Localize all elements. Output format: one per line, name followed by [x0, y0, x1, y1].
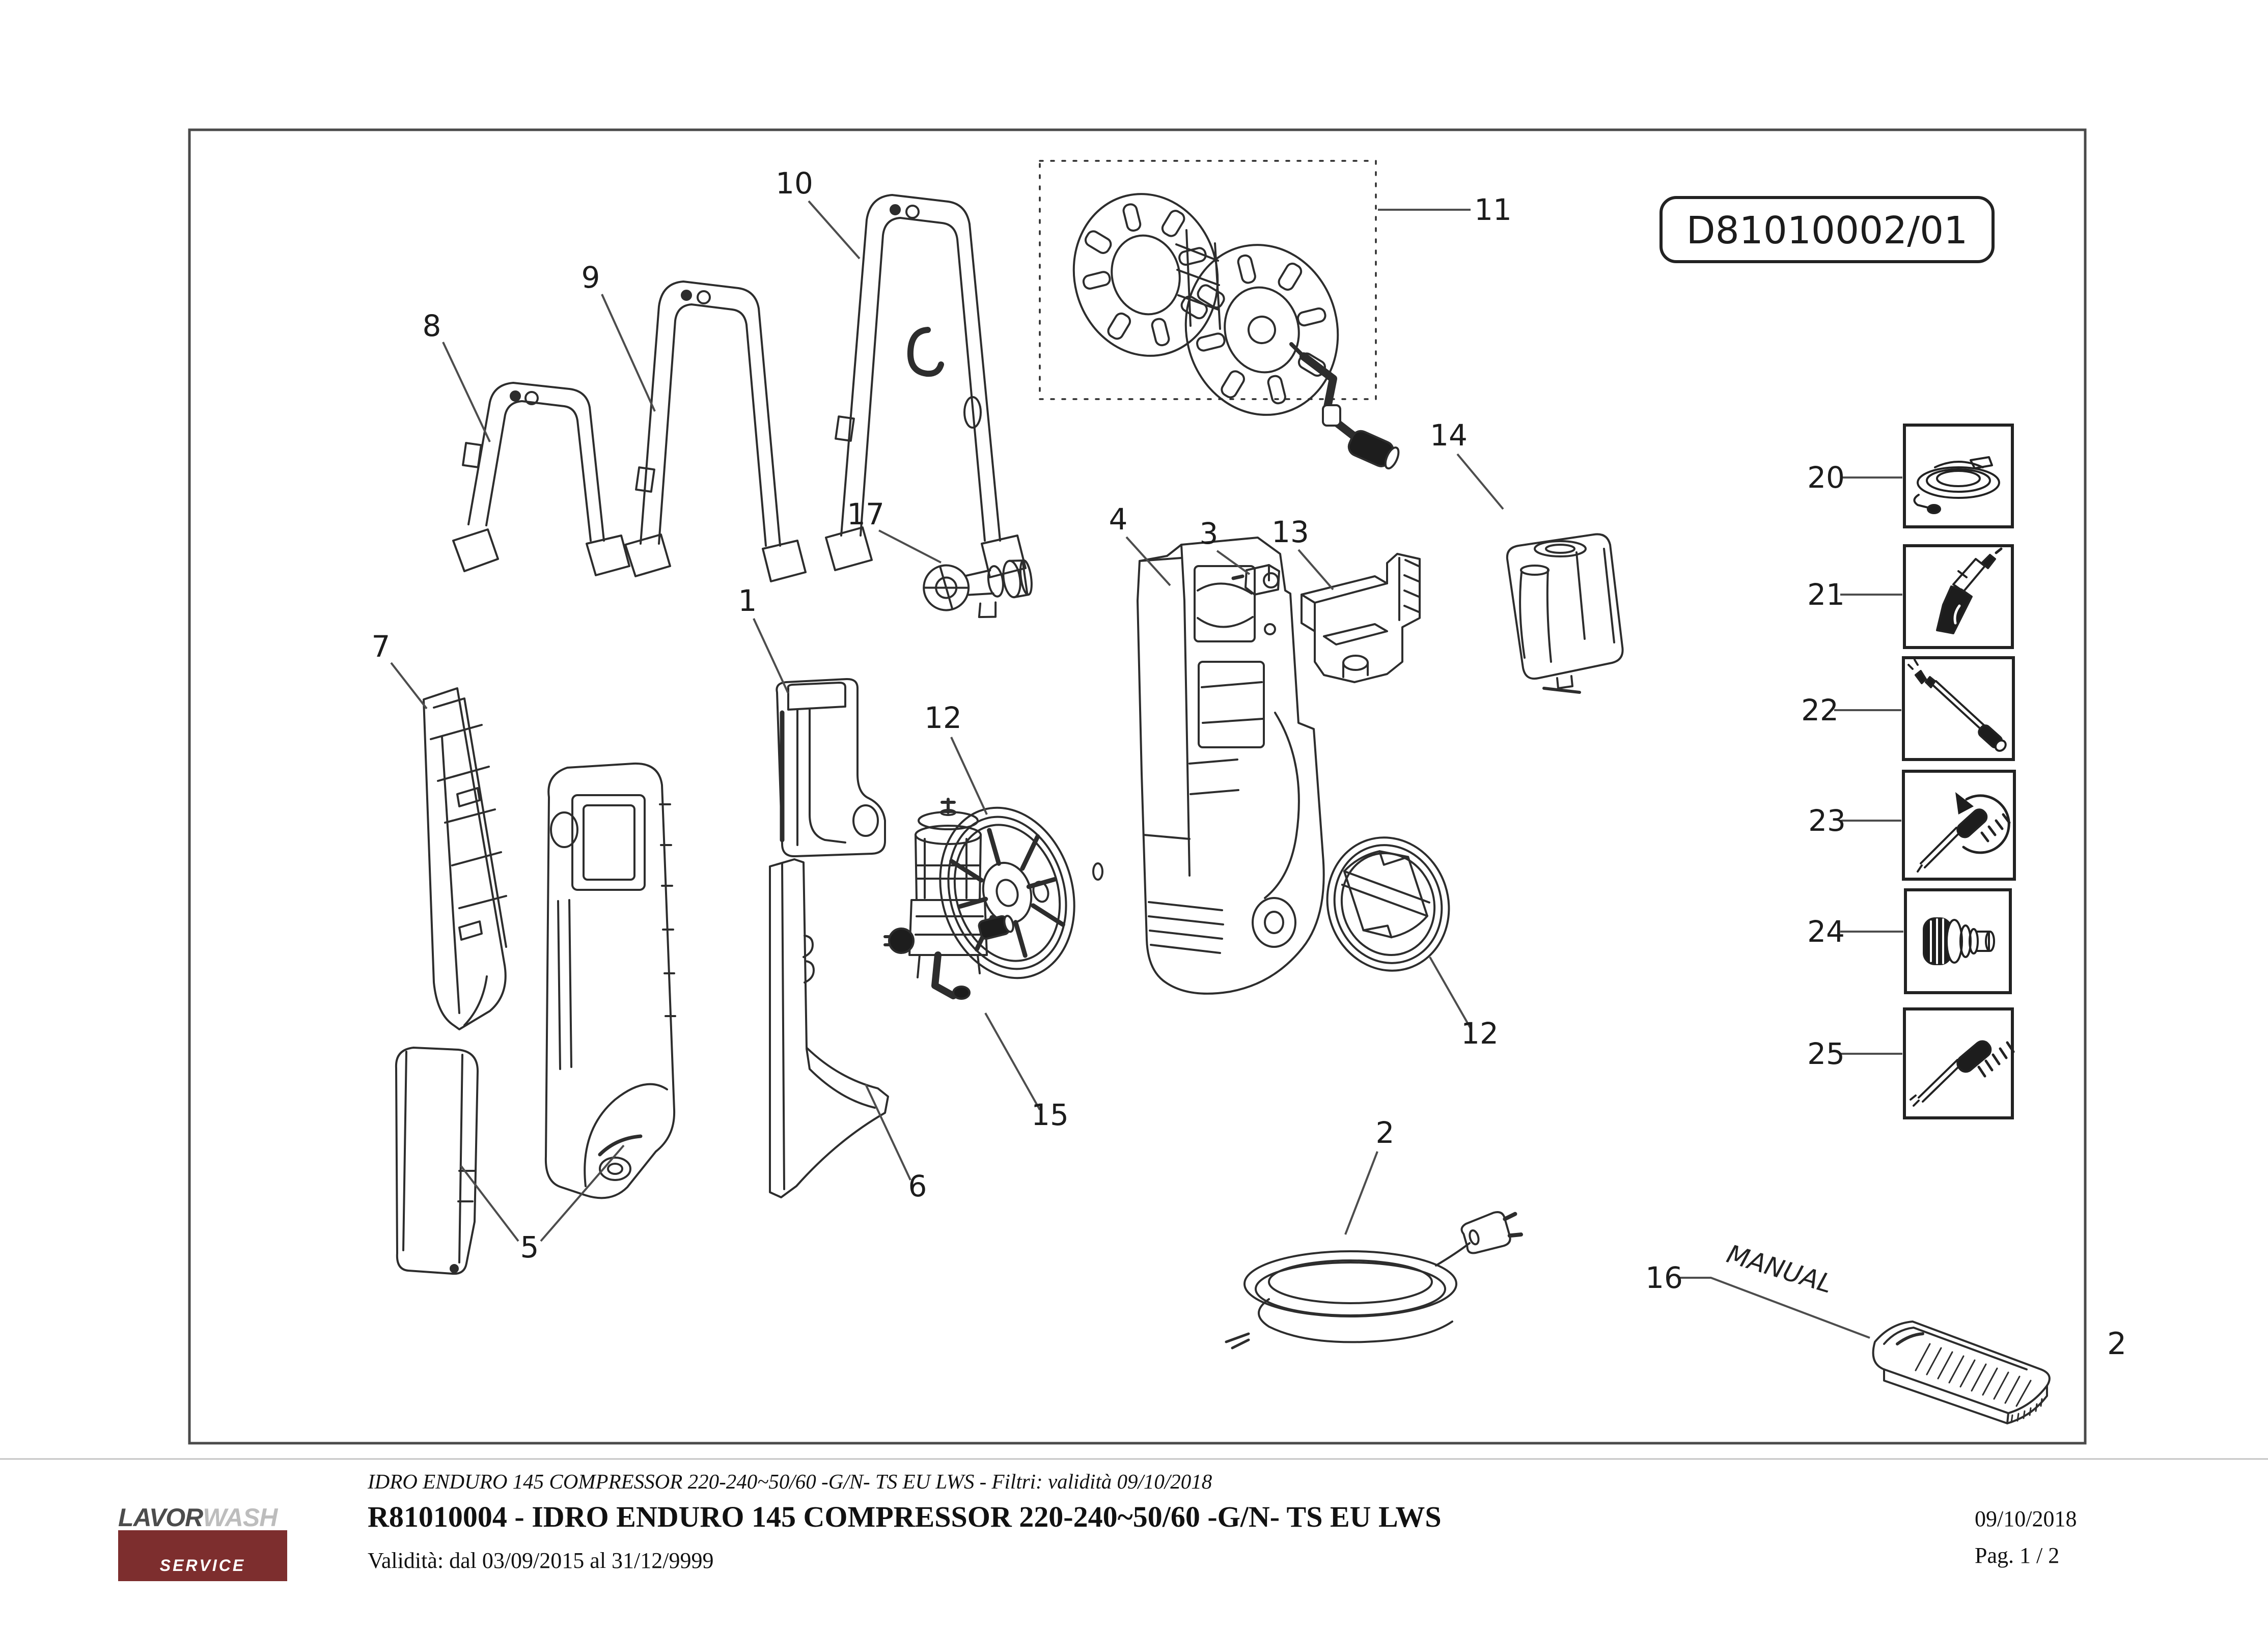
rotating-brush-icon — [1917, 792, 2011, 873]
callout-21: 21 — [1807, 577, 1845, 612]
doc-code-box: D81010002/01 — [1659, 196, 1995, 263]
callout-11: 11 — [1474, 192, 1512, 227]
part-2-power-cord — [1225, 1211, 1523, 1350]
part-5-cover-left — [395, 1047, 479, 1275]
manual-word: MANUAL — [1723, 1239, 1836, 1299]
accessory-boxes — [1902, 424, 2016, 1119]
part-12-wheel-cap — [1326, 836, 1450, 972]
callouts: 8 9 10 11 14 17 1 4 3 13 12 7 5 6 15 12 … — [372, 166, 1846, 1295]
part-17-coupling — [923, 559, 1033, 619]
part-16-manual — [1872, 1321, 2051, 1424]
callout-9: 9 — [582, 260, 600, 295]
callout-15: 15 — [1031, 1098, 1069, 1132]
callout-20: 20 — [1807, 460, 1845, 495]
callout-12a: 12 — [924, 700, 962, 735]
callout-13: 13 — [1271, 515, 1309, 549]
callout-25: 25 — [1807, 1036, 1845, 1071]
part-8-handle-small — [452, 382, 630, 576]
callout-8: 8 — [423, 308, 441, 343]
callout-12b: 12 — [1461, 1016, 1499, 1051]
callout-2: 2 — [1376, 1115, 1395, 1150]
footer-page: Pag. 1 / 2 — [1975, 1543, 2060, 1568]
part-15-pump — [883, 798, 1014, 1000]
part-7-grid-panel — [423, 687, 507, 1030]
part-12-wheel — [939, 806, 1075, 979]
callout-23: 23 — [1808, 803, 1846, 838]
part-5-cover-middle — [544, 762, 676, 1199]
footer-date: 09/10/2018 — [1975, 1506, 2077, 1531]
callout-24: 24 — [1807, 914, 1845, 949]
part-oring — [1092, 862, 1103, 881]
callout-7: 7 — [372, 629, 391, 664]
callout-14: 14 — [1430, 418, 1468, 453]
callout-1: 1 — [738, 583, 757, 618]
logo-service-label: SERVICE — [118, 1530, 287, 1581]
callout-17: 17 — [847, 497, 884, 531]
part-11-hose-reel — [1039, 160, 1400, 470]
footer-title: R81010004 - IDRO ENDURO 145 COMPRESSOR 2… — [368, 1500, 1442, 1533]
spray-gun-icon — [1936, 547, 2003, 634]
part-3-switch — [1231, 564, 1280, 596]
callout-22: 22 — [1801, 693, 1839, 727]
part-13-bracket — [1301, 553, 1421, 683]
leader-lines — [390, 200, 1903, 1339]
callout-16: 16 — [1645, 1260, 1683, 1295]
logo-brand-primary: LAVOR — [118, 1503, 203, 1532]
hose-adapter-icon — [1923, 917, 1995, 965]
hose-coil-icon — [1913, 456, 2000, 514]
lance-icon — [1907, 659, 2007, 752]
part-4-main-body — [1137, 537, 1325, 995]
part-6-side-cover — [769, 858, 889, 1198]
doc-code-label: D81010002/01 — [1686, 209, 1968, 252]
callout-3: 3 — [1200, 516, 1219, 551]
part-9-handle-medium — [624, 280, 807, 582]
part-1-bracket — [776, 678, 886, 858]
wash-brush-icon — [1910, 1040, 2015, 1107]
footer-model-line: IDRO ENDURO 145 COMPRESSOR 220-240~50/60… — [368, 1470, 1212, 1493]
callout-4: 4 — [1109, 502, 1128, 537]
logo-brand-secondary: WASH — [203, 1503, 278, 1532]
callout-5: 5 — [520, 1230, 539, 1265]
footer-validity: Validità: dal 03/09/2015 al 31/12/9999 — [368, 1548, 714, 1573]
diagram-border — [188, 128, 2087, 1445]
part-10-handle-tall — [825, 194, 1027, 578]
page-corner-number: 2 — [2107, 1326, 2126, 1362]
callout-6: 6 — [908, 1169, 927, 1203]
part-14-detergent-tank — [1506, 533, 1624, 694]
callout-10: 10 — [776, 166, 813, 201]
